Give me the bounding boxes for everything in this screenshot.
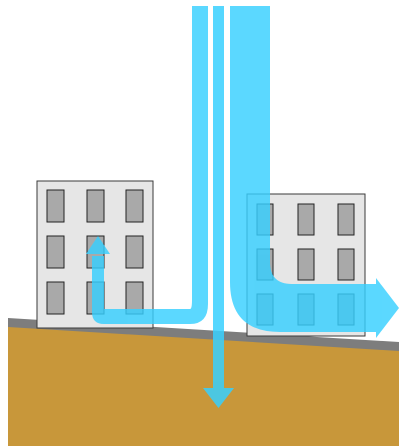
- infiltration-shaft: [213, 6, 224, 390]
- window: [298, 204, 314, 235]
- window: [47, 282, 64, 314]
- runoff-flow: [230, 6, 399, 338]
- window: [338, 204, 354, 235]
- window: [126, 236, 143, 268]
- arrow-right-icon: [376, 278, 399, 338]
- window: [338, 249, 354, 280]
- window: [126, 190, 143, 222]
- window: [298, 249, 314, 280]
- window: [47, 190, 64, 222]
- window: [47, 236, 64, 268]
- window: [87, 190, 104, 222]
